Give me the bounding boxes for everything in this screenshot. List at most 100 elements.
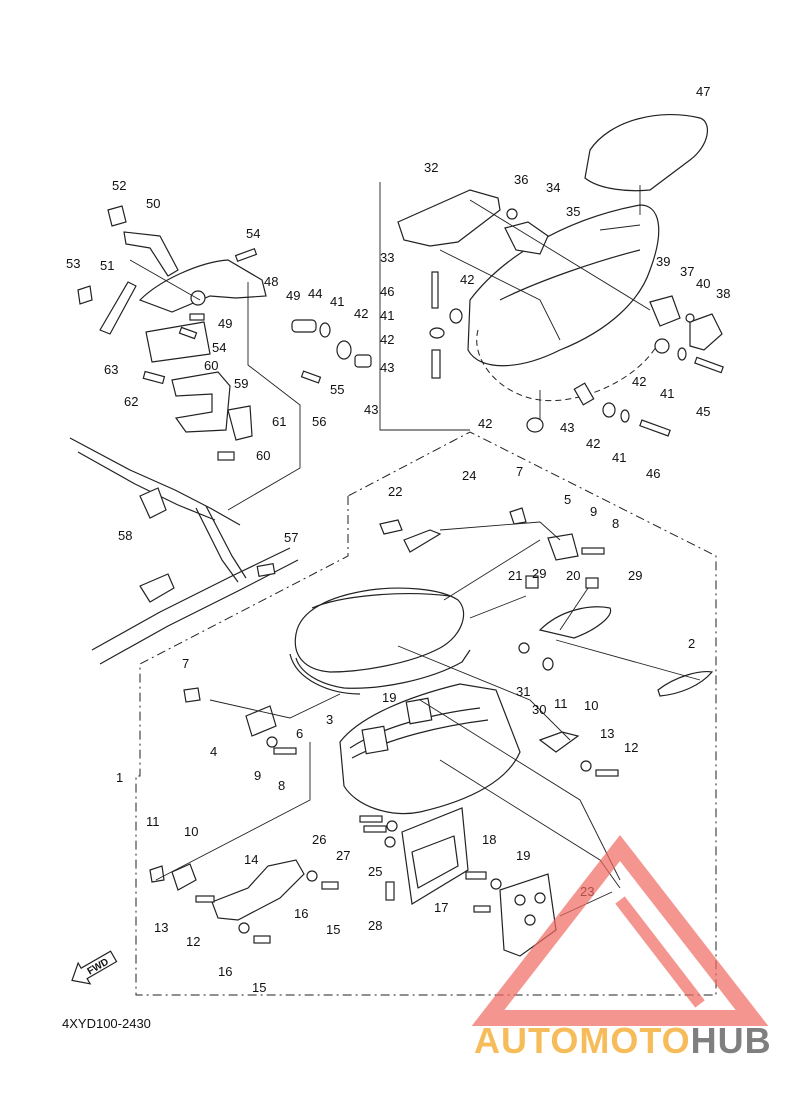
callout-7: 7 bbox=[516, 464, 523, 479]
callout-41: 41 bbox=[612, 450, 626, 465]
seat-pad bbox=[584, 113, 708, 192]
callout-19: 19 bbox=[382, 690, 396, 705]
callout-6: 6 bbox=[296, 726, 303, 741]
callout-13: 13 bbox=[154, 920, 168, 935]
callout-10: 10 bbox=[584, 698, 598, 713]
bracket-32 bbox=[397, 189, 501, 247]
callout-15: 15 bbox=[326, 922, 340, 937]
callout-42: 42 bbox=[460, 272, 474, 287]
callout-28: 28 bbox=[368, 918, 382, 933]
callout-48: 48 bbox=[264, 274, 278, 289]
callout-44: 44 bbox=[308, 286, 322, 301]
callout-17: 17 bbox=[434, 900, 448, 915]
callout-43: 43 bbox=[380, 360, 394, 375]
callout-55: 55 bbox=[330, 382, 344, 397]
callout-18: 18 bbox=[482, 832, 496, 847]
callout-63: 63 bbox=[104, 362, 118, 377]
callout-42: 42 bbox=[632, 374, 646, 389]
callout-4: 4 bbox=[210, 744, 217, 759]
callout-27: 27 bbox=[336, 848, 350, 863]
outer-dash-boundary bbox=[135, 431, 717, 996]
callout-22: 22 bbox=[388, 484, 402, 499]
fwd-label: FWD bbox=[86, 957, 111, 978]
callout-25: 25 bbox=[368, 864, 382, 879]
callout-8: 8 bbox=[278, 778, 285, 793]
callout-labels: 47 32 36 34 35 33 39 37 40 38 42 46 41 4… bbox=[66, 84, 730, 995]
callout-51: 51 bbox=[100, 258, 114, 273]
callout-7: 7 bbox=[182, 656, 189, 671]
callout-13: 13 bbox=[600, 726, 614, 741]
callout-46: 46 bbox=[646, 466, 660, 481]
watermark-text-a: AUTOMOTO bbox=[474, 1020, 691, 1061]
callout-10: 10 bbox=[184, 824, 198, 839]
callout-49: 49 bbox=[218, 316, 232, 331]
callout-29: 29 bbox=[532, 566, 546, 581]
fwd-arrow-icon: FWD bbox=[71, 950, 118, 985]
callout-46: 46 bbox=[380, 284, 394, 299]
callout-61: 61 bbox=[272, 414, 286, 429]
callout-56: 56 bbox=[312, 414, 326, 429]
callout-49: 49 bbox=[286, 288, 300, 303]
callout-47: 47 bbox=[696, 84, 710, 99]
callout-9: 9 bbox=[254, 768, 261, 783]
callout-57: 57 bbox=[284, 530, 298, 545]
callout-59: 59 bbox=[234, 376, 248, 391]
callout-16: 16 bbox=[294, 906, 308, 921]
callout-29: 29 bbox=[628, 568, 642, 583]
callout-62: 62 bbox=[124, 394, 138, 409]
callout-52: 52 bbox=[112, 178, 126, 193]
callout-39: 39 bbox=[656, 254, 670, 269]
callout-19: 19 bbox=[516, 848, 530, 863]
watermark-text: AUTOMOTOHUB bbox=[474, 1020, 772, 1062]
reference-code: 4XYD100-2430 bbox=[62, 1016, 151, 1031]
callout-37: 37 bbox=[680, 264, 694, 279]
callout-11: 11 bbox=[146, 814, 160, 829]
callout-54: 54 bbox=[212, 340, 226, 355]
callout-14: 14 bbox=[244, 852, 258, 867]
callout-21: 21 bbox=[508, 568, 522, 583]
callout-24: 24 bbox=[462, 468, 476, 483]
side-cover-body bbox=[467, 204, 660, 367]
callout-45: 45 bbox=[696, 404, 710, 419]
callout-34: 34 bbox=[546, 180, 560, 195]
watermark-logo-icon bbox=[471, 834, 769, 1026]
callout-42: 42 bbox=[478, 416, 492, 431]
callout-41: 41 bbox=[330, 294, 344, 309]
callout-53: 53 bbox=[66, 256, 80, 271]
callout-60: 60 bbox=[204, 358, 218, 373]
callout-30: 30 bbox=[532, 702, 546, 717]
callout-60: 60 bbox=[256, 448, 270, 463]
callout-58: 58 bbox=[118, 528, 132, 543]
callout-36: 36 bbox=[514, 172, 528, 187]
saddlebag-assembly bbox=[135, 431, 717, 996]
callout-2: 2 bbox=[688, 636, 695, 651]
callout-1: 1 bbox=[116, 770, 123, 785]
saddlebag-lid bbox=[294, 587, 465, 673]
callout-12: 12 bbox=[624, 740, 638, 755]
callout-12: 12 bbox=[186, 934, 200, 949]
callout-8: 8 bbox=[612, 516, 619, 531]
callout-33: 33 bbox=[380, 250, 394, 265]
top-cover-assembly bbox=[379, 113, 724, 437]
callout-42: 42 bbox=[586, 436, 600, 451]
callout-50: 50 bbox=[146, 196, 160, 211]
callout-16: 16 bbox=[218, 964, 232, 979]
callout-32: 32 bbox=[424, 160, 438, 175]
callout-41: 41 bbox=[380, 308, 394, 323]
callout-15: 15 bbox=[252, 980, 266, 995]
callout-43: 43 bbox=[560, 420, 574, 435]
callout-11: 11 bbox=[554, 696, 568, 711]
callout-35: 35 bbox=[566, 204, 580, 219]
callout-26: 26 bbox=[312, 832, 326, 847]
callout-9: 9 bbox=[590, 504, 597, 519]
left-bracket-assembly bbox=[69, 205, 372, 665]
callout-43: 43 bbox=[364, 402, 378, 417]
callout-31: 31 bbox=[516, 684, 530, 699]
watermark-text-b: HUB bbox=[690, 1020, 772, 1061]
callout-54: 54 bbox=[246, 226, 260, 241]
callout-41: 41 bbox=[660, 386, 674, 401]
callout-42: 42 bbox=[354, 306, 368, 321]
callout-38: 38 bbox=[716, 286, 730, 301]
callout-40: 40 bbox=[696, 276, 710, 291]
